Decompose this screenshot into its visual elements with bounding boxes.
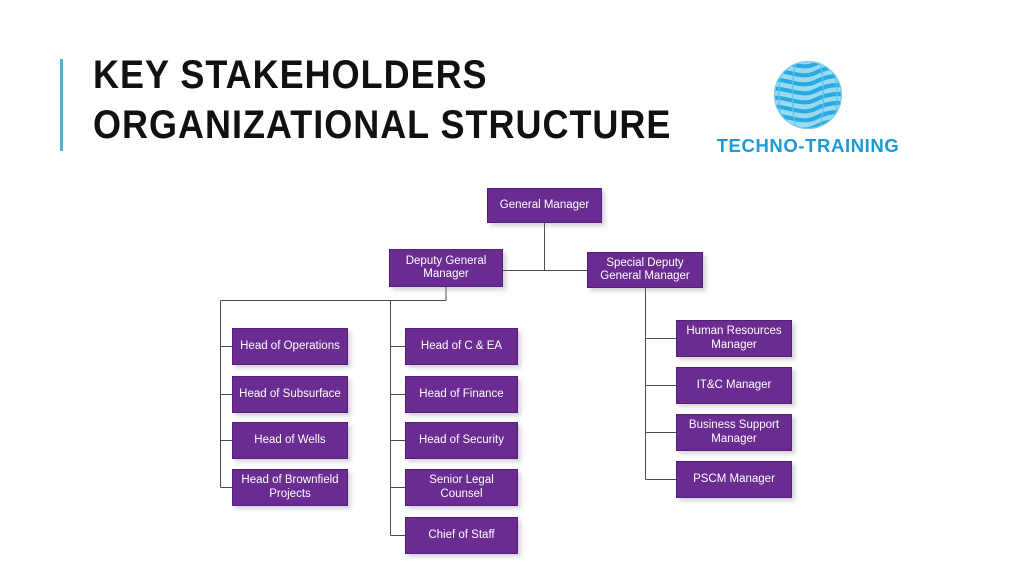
- org-node-label: Business Support Manager: [688, 419, 780, 445]
- org-node-special-deputy-general-manager[interactable]: Special Deputy General Manager: [587, 252, 703, 288]
- org-node-head-of-wells[interactable]: Head of Wells: [232, 422, 348, 459]
- org-node-label: Head of Finance: [419, 387, 504, 400]
- org-node-senior-legal-counsel[interactable]: Senior Legal Counsel: [405, 469, 518, 506]
- org-node-label: Head of Brownfield Projects: [241, 474, 339, 500]
- org-node-head-of-security[interactable]: Head of Security: [405, 422, 518, 459]
- org-node-business-support-manager[interactable]: Business Support Manager: [676, 414, 792, 451]
- page-title: KEY STAKEHOLDERS ORGANIZATIONAL STRUCTUR…: [93, 50, 672, 150]
- org-node-label: Head of Wells: [254, 433, 326, 446]
- org-node-label: PSCM Manager: [693, 472, 775, 485]
- logo-wordmark: TECHNO-TRAINING: [716, 135, 900, 156]
- org-node-deputy-general-manager[interactable]: Deputy General Manager: [389, 249, 503, 287]
- org-node-pscm-manager[interactable]: PSCM Manager: [676, 461, 792, 498]
- org-node-label: General Manager: [499, 198, 590, 211]
- org-node-chief-of-staff[interactable]: Chief of Staff: [405, 517, 518, 554]
- org-node-head-of-operations[interactable]: Head of Operations: [232, 328, 348, 365]
- org-node-label: Human Resources Manager: [686, 325, 782, 351]
- org-node-label: IT&C Manager: [696, 378, 772, 391]
- org-node-itc-manager[interactable]: IT&C Manager: [676, 367, 792, 404]
- page-title-line-1: KEY STAKEHOLDERS: [93, 53, 488, 97]
- striped-globe-icon: [773, 60, 843, 130]
- org-node-label: Head of Operations: [240, 339, 340, 352]
- org-node-general-manager[interactable]: General Manager: [487, 188, 602, 223]
- org-node-head-of-brownfield-projects[interactable]: Head of Brownfield Projects: [232, 469, 348, 506]
- org-node-head-of-c-and-ea[interactable]: Head of C & EA: [405, 328, 518, 365]
- title-accent-bar: [60, 59, 63, 151]
- org-node-label: Head of Subsurface: [239, 387, 341, 400]
- org-node-label: Head of C & EA: [420, 339, 503, 352]
- org-node-human-resources-manager[interactable]: Human Resources Manager: [676, 320, 792, 357]
- org-node-label: Senior Legal Counsel: [429, 474, 494, 500]
- page-title-line-2: ORGANIZATIONAL STRUCTURE: [93, 103, 672, 147]
- org-node-label: Deputy General Manager: [405, 254, 487, 281]
- org-node-label: Head of Security: [418, 433, 504, 446]
- brand-logo: TECHNO-TRAINING: [714, 58, 902, 157]
- org-node-label: Special Deputy General Manager: [600, 256, 690, 283]
- org-node-label: Chief of Staff: [428, 528, 495, 541]
- org-node-head-of-finance[interactable]: Head of Finance: [405, 376, 518, 413]
- org-node-head-of-subsurface[interactable]: Head of Subsurface: [232, 376, 348, 413]
